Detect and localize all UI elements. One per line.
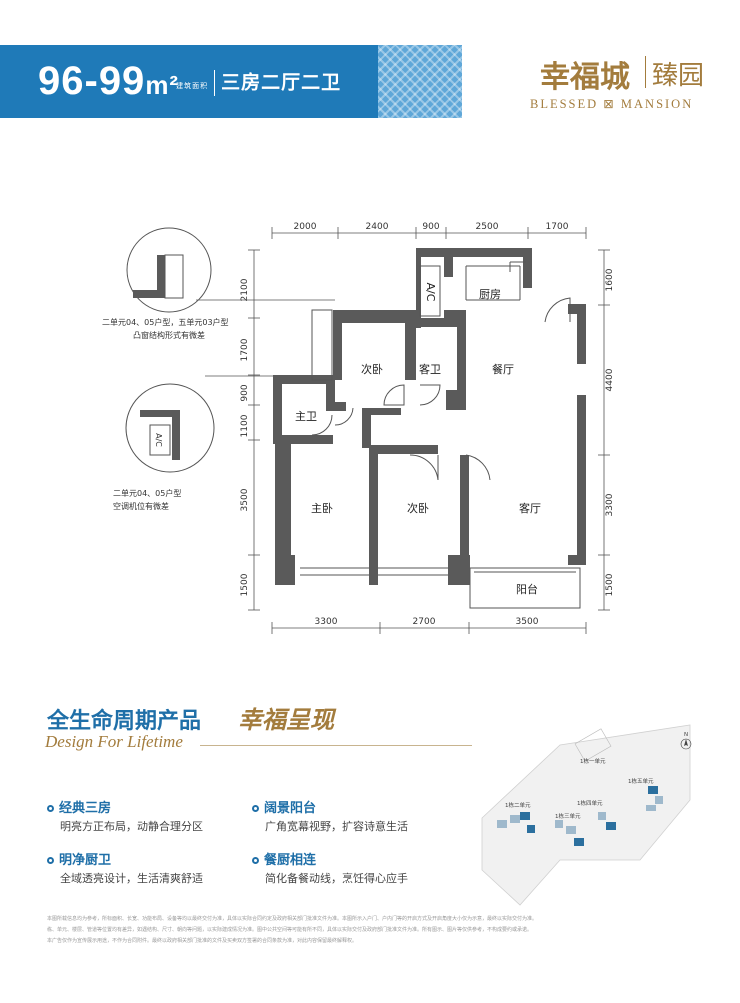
room-guest-bath: 客卫	[419, 362, 441, 376]
dim-left-2: 1700	[240, 338, 250, 361]
dim-right-3: 3300	[605, 493, 615, 516]
feature-bullet-icon	[47, 857, 54, 864]
room-kitchen: 厨房	[479, 288, 501, 301]
site-units	[497, 786, 663, 846]
site-label-unit3: 1栋三单元	[555, 812, 581, 820]
dim-right-1: 1600	[605, 268, 615, 291]
note-1-line-2: 凸窗结构形式有微差	[133, 330, 205, 340]
room-master-bath: 主卫	[295, 410, 317, 423]
site-label-unit4: 1栋四单元	[577, 799, 603, 807]
site-label-unit1: 1栋一单元	[580, 757, 606, 765]
disclaimer-line: 本图所载信息均为参考，所标面积、长宽、功能布局、设备等均以最终交付为准，具体以实…	[47, 916, 538, 922]
feature-4-title: 餐厨相连	[252, 849, 316, 868]
dim-bottom-3: 3500	[516, 617, 539, 627]
dim-bottom-1: 3300	[315, 617, 338, 627]
feature-1-desc: 明亮方正布局，动静合理分区	[60, 820, 203, 833]
feature-3-desc: 全域透亮设计，生活清爽舒适	[60, 872, 203, 885]
disclaimer-line: 栋、单元、楼层、管道等位置均有差异，如遇结构、尺寸、朝向等问题，以实际建成情况为…	[47, 927, 533, 933]
site-boundary	[481, 724, 691, 906]
dim-left-6: 1500	[240, 573, 250, 596]
room-living: 客厅	[519, 501, 541, 515]
area-unit: m²	[145, 70, 180, 100]
door-swings	[311, 297, 571, 481]
feature-3-title: 明净厨卫	[47, 849, 111, 868]
room-second-bedroom-top: 次卧	[361, 362, 383, 376]
feature-2-title: 阔景阳台	[252, 797, 316, 816]
feature-1-title: 经典三房	[47, 797, 111, 816]
dim-left-3: 900	[240, 384, 250, 401]
slogan-brand: 幸福呈现	[238, 705, 334, 734]
header-band	[0, 45, 378, 118]
inset-detail-1: 二单元04、05户型，五单元03户型 凸窗结构形式有微差	[102, 227, 335, 340]
dimensions-bottom: 3300 2700 3500	[271, 617, 587, 634]
unit-layout: 三房二厅二卫	[221, 72, 342, 94]
dim-top-3: 900	[422, 222, 439, 232]
dim-top-2: 2400	[366, 222, 389, 232]
dim-top-4: 2500	[476, 222, 499, 232]
window-lines	[300, 261, 581, 609]
dim-top-5: 1700	[546, 222, 569, 232]
header-title: 96-99m²建筑面积 三房二厅二卫	[38, 56, 341, 110]
site-label-unit2: 1栋二单元	[505, 801, 531, 809]
inset-detail-2: A/C 二单元04、05户型 空调机位有微差	[113, 375, 273, 511]
floor-plan: 2000 2400 900 2500 1700 3300 2700 3500 2…	[102, 222, 615, 634]
area-range: 96-99	[38, 59, 146, 103]
north-label: N	[684, 732, 688, 738]
dim-left-1: 2100	[240, 278, 250, 301]
area-note: 建筑面积	[176, 83, 209, 90]
feature-4-desc: 简化备餐动线，烹饪得心应手	[265, 872, 408, 885]
feature-2-desc: 广角宽幕视野，扩容诗意生活	[265, 820, 408, 833]
dim-right-4: 1500	[605, 573, 615, 596]
slogan-underline	[200, 745, 472, 746]
room-balcony: 阳台	[516, 582, 538, 596]
site-map: N 1栋一单元 1栋二单元 1栋三单元 1栋四单元 1栋五单元	[481, 724, 692, 906]
note-2-line-2: 空调机位有微差	[113, 501, 169, 511]
feature-bullet-icon	[252, 857, 259, 864]
slogan-title: 全生命周期产品	[47, 709, 202, 734]
dimensions-left: 2100 1700 900 1100 3500 1500	[240, 249, 260, 611]
brand-logo-cn: 幸福城	[540, 60, 630, 95]
feature-bullet-icon	[252, 805, 259, 812]
room-second-bedroom-bottom: 次卧	[407, 501, 429, 515]
header-divider	[214, 70, 216, 97]
note-2-line-1: 二单元04、05户型	[113, 488, 181, 498]
site-building-outline	[574, 728, 612, 762]
dimensions-top: 2000 2400 900 2500 1700	[271, 222, 587, 239]
brand-separator	[645, 56, 646, 88]
brand-logo-en: BLESSED ⊠ MANSION	[530, 97, 694, 111]
walls	[273, 248, 586, 585]
site-label-unit5: 1栋五单元	[628, 777, 654, 785]
dim-left-5: 3500	[240, 488, 250, 511]
dim-top-1: 2000	[294, 222, 317, 232]
feature-bullet-icon	[47, 805, 54, 812]
inset-ac-label: A/C	[154, 433, 163, 447]
dim-bottom-2: 2700	[413, 617, 436, 627]
dim-left-4: 1100	[240, 414, 250, 437]
room-labels: 厨房 A/C 次卧 客卫 餐厅 主卫 主卧 次卧 客厅 阳台	[295, 283, 541, 596]
room-master-bedroom: 主卧	[311, 502, 333, 515]
disclaimer: 本图所载信息均为参考，所标面积、长宽、功能布局、设备等均以最终交付为准，具体以实…	[47, 914, 697, 947]
north-arrow-icon: N	[680, 732, 692, 750]
disclaimer-line: 本广告仅作为宣传展示用途，不作为合同附件。最终以政府相关部门批准的文件及买卖双方…	[47, 938, 358, 944]
room-dining: 餐厅	[492, 362, 514, 376]
dimensions-right: 1600 4400 3300 1500	[598, 249, 615, 611]
slogan-english: Design For Lifetime	[45, 732, 183, 751]
brand-logo-cn2: 臻园	[652, 61, 705, 91]
note-1-line-1: 二单元04、05户型，五单元03户型	[102, 317, 229, 327]
header-pattern	[378, 45, 462, 118]
room-ac: A/C	[424, 283, 437, 302]
dim-right-2: 4400	[605, 368, 615, 391]
